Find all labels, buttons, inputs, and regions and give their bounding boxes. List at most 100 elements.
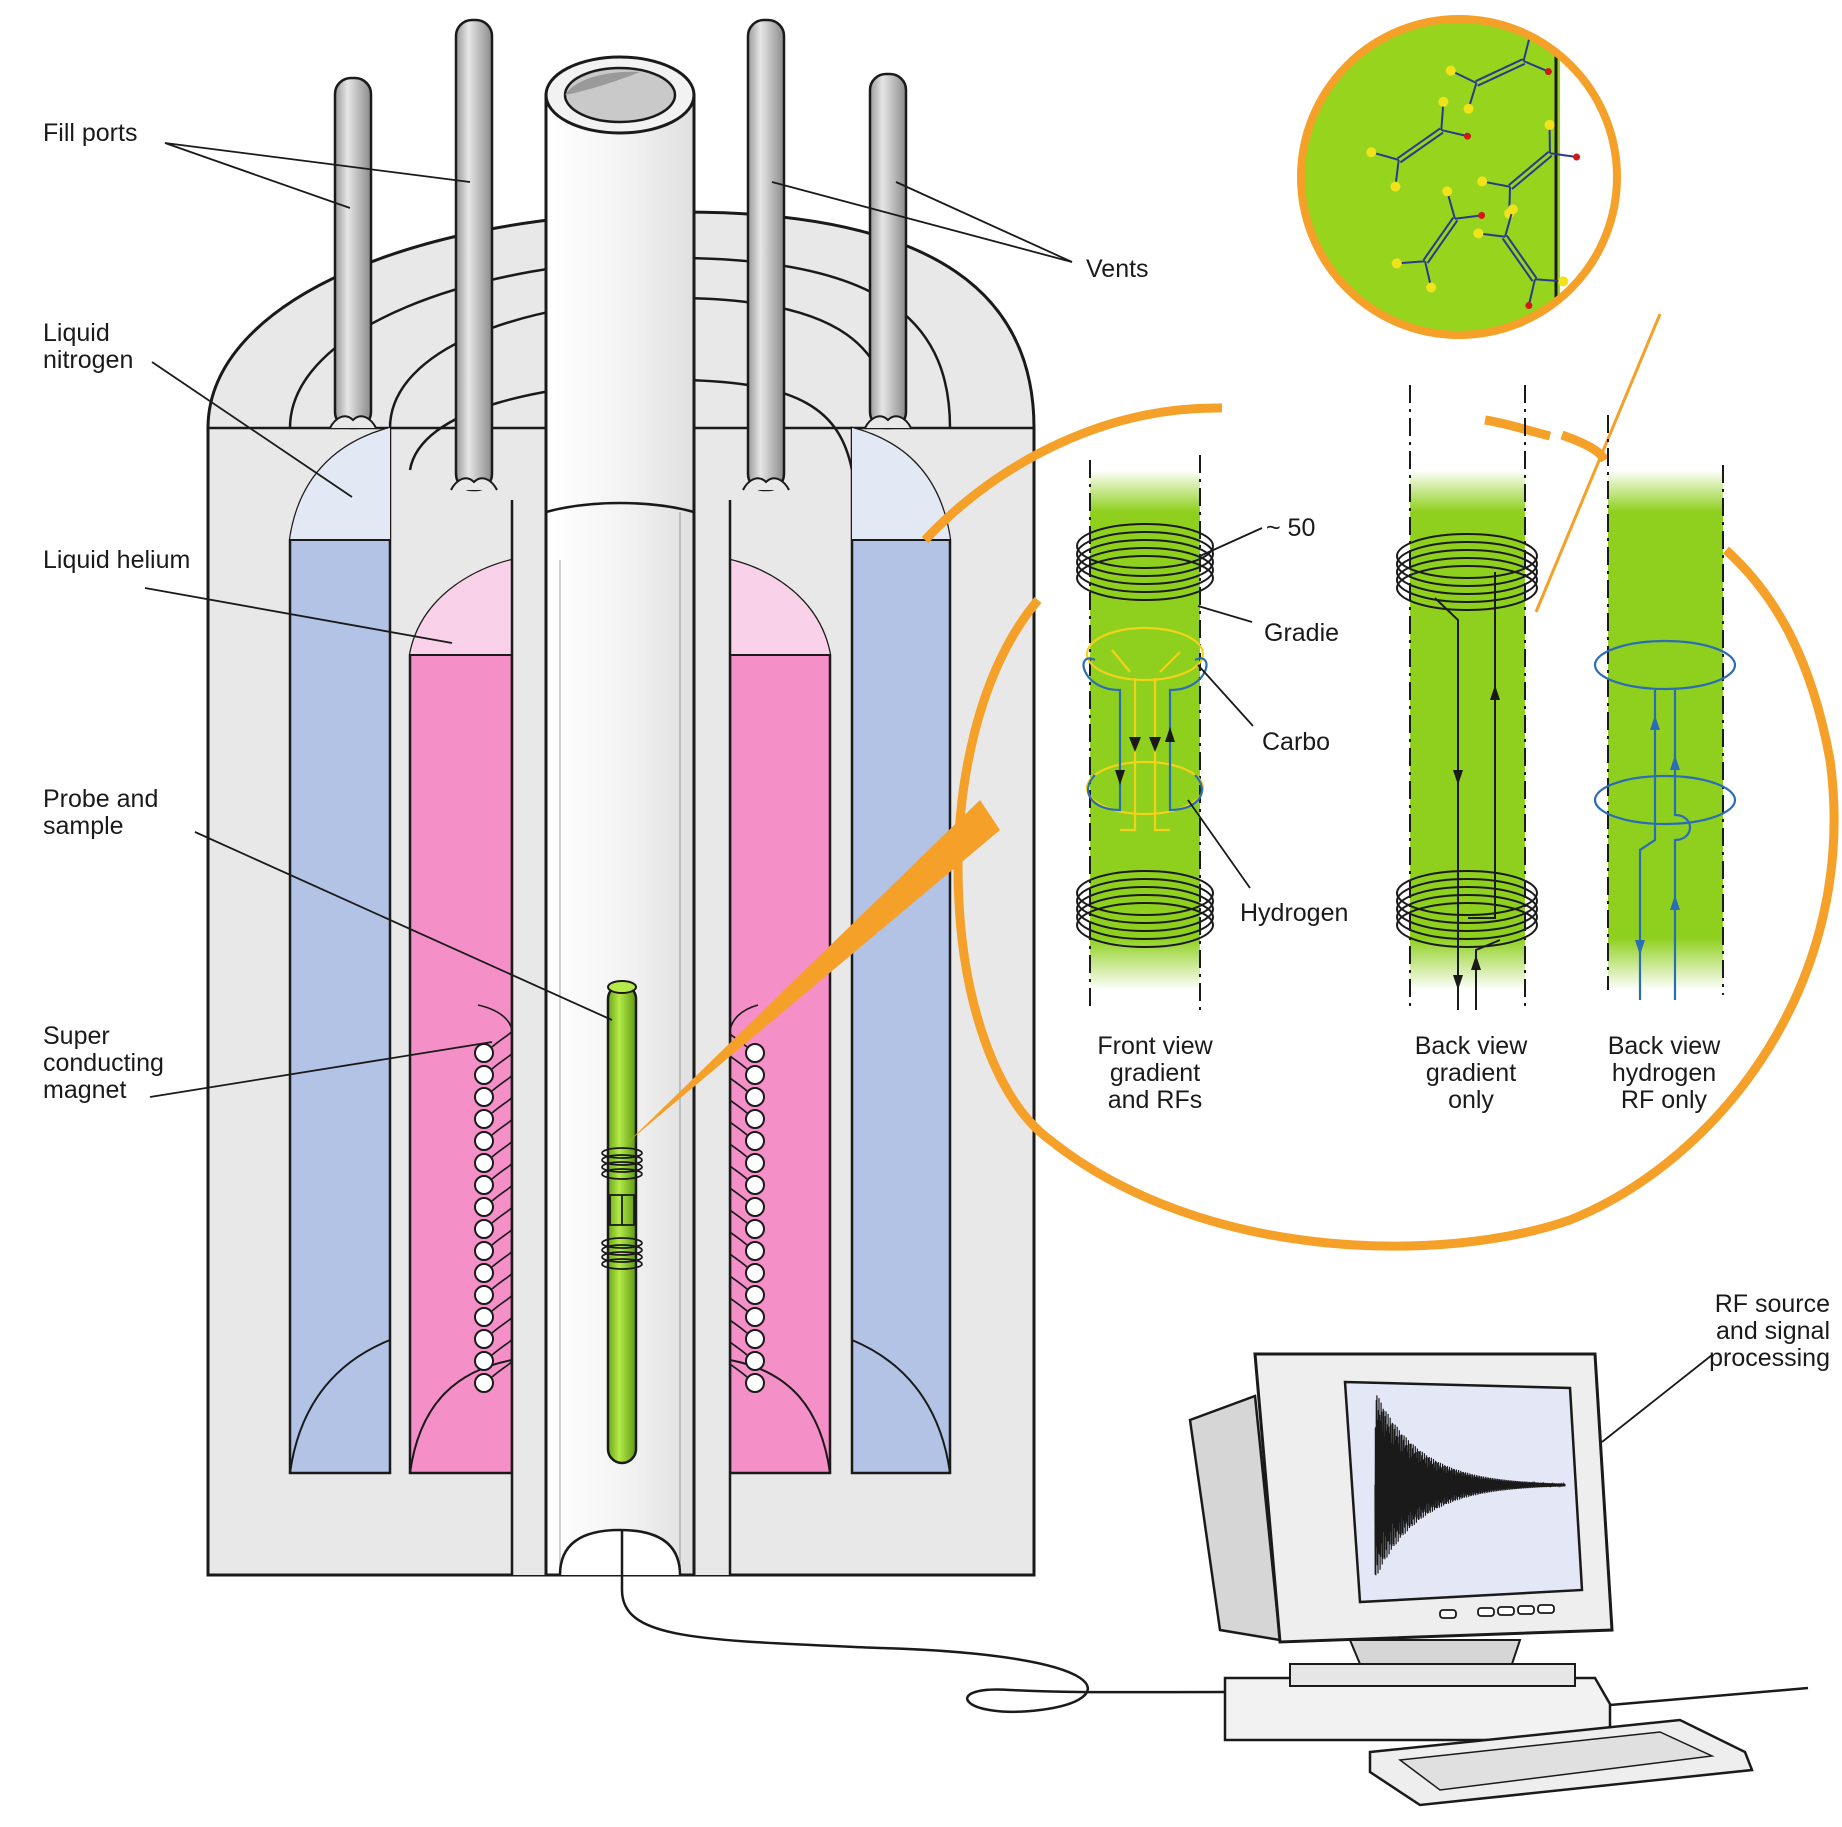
magnet-winding xyxy=(474,1241,494,1261)
label-vents: Vents xyxy=(1086,255,1149,283)
magnet-winding xyxy=(474,1351,494,1371)
label-rf-source-3: processing xyxy=(1709,1344,1830,1372)
magnet-winding xyxy=(745,1131,765,1151)
label-hydrogen-coil: Hydrogen xyxy=(1240,899,1348,927)
liquid-nitrogen-chamber-right xyxy=(850,426,952,1475)
coil-turn xyxy=(1076,902,1214,948)
caption-front-3: and RFs xyxy=(1108,1086,1202,1114)
magnifier-ring xyxy=(921,403,1839,1251)
molecule-icon xyxy=(1473,204,1569,310)
vent-pipe-right xyxy=(864,72,912,430)
gradient-coil-front-top xyxy=(1076,523,1214,601)
leader-lines xyxy=(144,142,1713,1443)
magnet-winding xyxy=(745,1285,765,1305)
label-probe-and-sample-1: Probe and xyxy=(43,785,158,813)
coil-turn xyxy=(1396,533,1538,579)
magnet-winding xyxy=(745,1241,765,1261)
coil-turn xyxy=(1076,531,1214,577)
caption-back-gradient-3: only xyxy=(1448,1086,1494,1114)
coil-turn xyxy=(1396,565,1538,611)
label-rf-source-1: RF source xyxy=(1715,1290,1830,1318)
fill-port-pipe-left xyxy=(329,76,377,430)
gradient-coil-back-top xyxy=(1396,533,1538,611)
caption-back-gradient-1: Back view xyxy=(1415,1032,1528,1060)
molecule-icon xyxy=(1366,96,1472,192)
label-liquid-helium: Liquid helium xyxy=(43,546,190,574)
coil-turn xyxy=(1396,870,1538,916)
coil-turn xyxy=(1396,541,1538,587)
coil-turn xyxy=(1076,878,1214,924)
view-back-hydrogen xyxy=(1593,415,1737,1000)
label-carbon-coil: Carbo xyxy=(1262,728,1330,756)
label-gradient-coil: Gradie xyxy=(1264,619,1339,647)
hydrogen-coil xyxy=(1082,657,1208,812)
liquid-helium-chamber-right xyxy=(728,558,832,1475)
liquid-helium-chamber-left xyxy=(408,558,514,1475)
caption-back-hydrogen-1: Back view xyxy=(1608,1032,1721,1060)
label-superconducting-magnet-1: Super xyxy=(43,1022,110,1050)
magnet-winding xyxy=(745,1373,765,1393)
label-superconducting-magnet-2: conducting xyxy=(43,1049,164,1077)
molecule-icon xyxy=(1391,186,1486,293)
magnet-winding xyxy=(745,1307,765,1327)
coil-turn xyxy=(1396,894,1538,940)
probe-cable xyxy=(620,1530,1231,1714)
magnet-winding xyxy=(474,1285,494,1305)
gradient-coil-back-bottom xyxy=(1396,870,1538,948)
view-front xyxy=(1076,455,1214,1010)
coil-turn xyxy=(1076,539,1214,585)
magnet-winding xyxy=(745,1153,765,1173)
coil-turn xyxy=(1396,549,1538,595)
labels: Fill ports Vents Liquid nitrogen Liquid … xyxy=(43,119,1830,1372)
label-turns: ~ 50 xyxy=(1266,514,1315,542)
magnet-winding xyxy=(474,1219,494,1239)
coil-turn xyxy=(1076,886,1214,932)
molecule-icon xyxy=(1445,28,1552,114)
coil-turn xyxy=(1396,557,1538,603)
dewar xyxy=(206,18,1231,1714)
magnet-winding xyxy=(474,1065,494,1085)
coil-turn xyxy=(1076,555,1214,601)
caption-back-gradient-2: gradient xyxy=(1426,1059,1516,1087)
magnet-winding xyxy=(745,1263,765,1283)
probe-and-sample xyxy=(601,980,643,1465)
magnet-winding xyxy=(474,1175,494,1195)
coil-turn xyxy=(1396,902,1538,948)
coil-turn xyxy=(1076,547,1214,593)
magnet-winding xyxy=(745,1329,765,1349)
magnet-winding xyxy=(474,1087,494,1107)
caption-back-hydrogen-3: RF only xyxy=(1621,1086,1708,1114)
caption-back-hydrogen-2: hydrogen xyxy=(1612,1059,1716,1087)
molecule-inset xyxy=(1297,15,1621,339)
magnet-winding xyxy=(474,1329,494,1349)
computer xyxy=(1188,1352,1809,1807)
magnet-winding xyxy=(745,1197,765,1217)
coil-turn xyxy=(1076,870,1214,916)
label-liquid-nitrogen-1: Liquid xyxy=(43,319,110,347)
coil-turn xyxy=(1396,878,1538,924)
label-probe-and-sample-2: sample xyxy=(43,812,124,840)
fid-signal-trace xyxy=(1374,1395,1566,1576)
view-back-gradient xyxy=(1396,385,1538,1010)
magnet-winding xyxy=(745,1065,765,1085)
magnet-winding xyxy=(474,1153,494,1173)
label-rf-source-2: and signal xyxy=(1716,1317,1830,1345)
molecule-icon xyxy=(1477,119,1581,219)
magnet-winding xyxy=(745,1219,765,1239)
fill-port-pipe-right xyxy=(450,18,498,492)
coil-turn xyxy=(1076,894,1214,940)
coil-turn xyxy=(1076,523,1214,569)
magnet-winding xyxy=(745,1087,765,1107)
label-liquid-nitrogen-2: nitrogen xyxy=(43,346,133,374)
caption-front-1: Front view xyxy=(1097,1032,1213,1060)
vent-pipe-left xyxy=(742,18,790,492)
label-superconducting-magnet-3: magnet xyxy=(43,1076,126,1104)
magnet-winding xyxy=(745,1043,765,1063)
liquid-nitrogen-chamber-left xyxy=(288,426,392,1475)
magnet-winding xyxy=(474,1263,494,1283)
magnet-winding xyxy=(474,1197,494,1217)
magnet-winding xyxy=(745,1109,765,1129)
coil-turn xyxy=(1396,886,1538,932)
carbon-coil xyxy=(1085,626,1205,832)
